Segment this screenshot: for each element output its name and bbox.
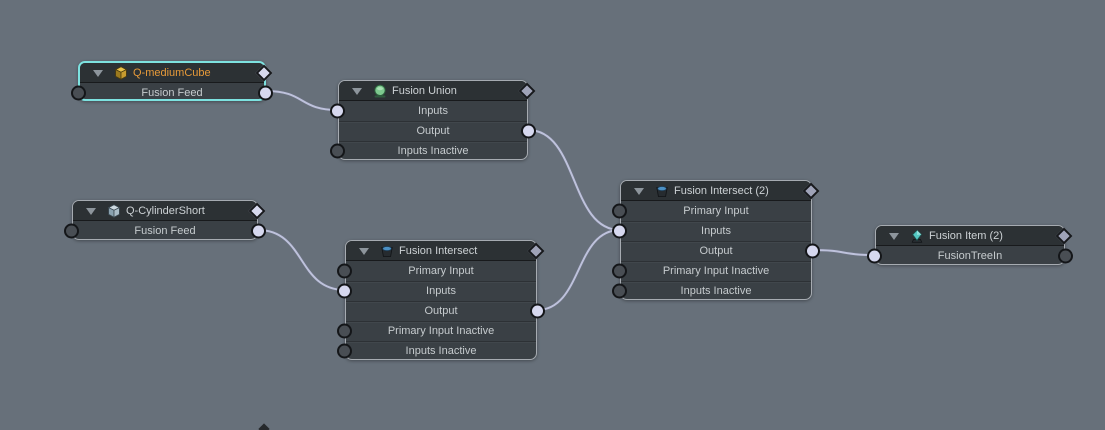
node-title: Q-mediumCube <box>133 67 211 79</box>
node-header[interactable]: Q-CylinderShort <box>73 201 266 221</box>
input-connector[interactable] <box>330 103 345 119</box>
collapse-arrow-icon[interactable] <box>352 87 362 95</box>
input-connector[interactable] <box>330 143 345 159</box>
blue-cube-icon <box>107 204 121 218</box>
connection-edge[interactable] <box>811 249 876 256</box>
port-row: Primary Input Inactive <box>337 321 536 341</box>
input-connector[interactable] <box>337 263 352 279</box>
port-row: Inputs <box>330 101 527 121</box>
port-label: Output <box>416 125 450 137</box>
intersect-pot-icon <box>655 184 669 198</box>
input-connector[interactable] <box>64 223 79 239</box>
gem-icon <box>910 229 924 243</box>
node-title: Fusion Intersect <box>399 245 478 257</box>
connection-edge[interactable] <box>265 90 339 111</box>
collapse-arrow-icon[interactable] <box>359 247 369 255</box>
port-label: Inputs <box>701 225 731 237</box>
intersect-pot-icon <box>380 244 394 258</box>
port-label: Inputs Inactive <box>405 345 477 357</box>
input-connector[interactable] <box>337 283 352 299</box>
port-label: Inputs Inactive <box>397 145 469 157</box>
port-label: Primary Input <box>408 265 474 277</box>
port-label: Inputs Inactive <box>680 285 752 297</box>
port-label: Primary Input Inactive <box>387 325 495 337</box>
node-header[interactable]: Fusion Item (2) <box>876 226 1073 246</box>
port-row: Primary Input <box>612 201 811 221</box>
input-connector[interactable] <box>612 263 627 279</box>
port-row: Fusion Feed <box>64 221 266 241</box>
port-row: Primary Input Inactive <box>612 261 811 281</box>
node-header[interactable]: Fusion Intersect (2) <box>621 181 820 201</box>
port-row: Inputs Inactive <box>337 341 536 361</box>
port-row: Output <box>339 121 536 141</box>
node-title: Q-CylinderShort <box>126 205 205 217</box>
connection-edge[interactable] <box>527 129 621 231</box>
port-label: Output <box>424 305 458 317</box>
gold-cube-icon <box>114 66 128 80</box>
connection-edge[interactable] <box>257 229 346 291</box>
port-row: Fusion Feed <box>71 83 273 103</box>
collapse-arrow-icon[interactable] <box>889 232 899 240</box>
port-row: Output <box>621 241 820 261</box>
input-connector[interactable] <box>612 203 627 219</box>
input-connector[interactable] <box>867 248 882 264</box>
input-connector[interactable] <box>337 343 352 359</box>
node-title: Fusion Intersect (2) <box>674 185 769 197</box>
input-connector[interactable] <box>612 283 627 299</box>
port-label: Primary Input <box>683 205 749 217</box>
output-connector[interactable] <box>251 223 266 239</box>
port-label: Inputs <box>426 285 456 297</box>
port-row: Inputs Inactive <box>330 141 527 161</box>
input-connector[interactable] <box>71 85 86 101</box>
connection-edge[interactable] <box>536 229 621 311</box>
port-label: Inputs <box>418 105 448 117</box>
port-row: Output <box>346 301 545 321</box>
port-row: Inputs Inactive <box>612 281 811 301</box>
node-fusion-item-2[interactable]: Fusion Item (2) FusionTreeIn <box>867 225 1073 266</box>
port-row: Primary Input <box>337 261 536 281</box>
output-connector[interactable] <box>258 85 273 101</box>
port-label: Fusion Feed <box>141 87 203 99</box>
output-connector[interactable] <box>1058 248 1073 264</box>
collapse-arrow-icon[interactable] <box>86 207 96 215</box>
port-label: Fusion Feed <box>134 225 196 237</box>
output-connector[interactable] <box>521 123 536 139</box>
port-label: Primary Input Inactive <box>662 265 770 277</box>
node-header[interactable]: Q-mediumCube <box>80 63 273 83</box>
node-title: Fusion Item (2) <box>929 230 1003 242</box>
port-row: FusionTreeIn <box>867 246 1073 266</box>
input-connector[interactable] <box>612 223 627 239</box>
union-sphere-icon <box>373 84 387 98</box>
node-header[interactable]: Fusion Intersect <box>346 241 545 261</box>
output-connector[interactable] <box>805 243 820 259</box>
collapse-arrow-icon[interactable] <box>634 187 644 195</box>
port-label: Output <box>699 245 733 257</box>
port-label: FusionTreeIn <box>937 250 1003 262</box>
input-connector[interactable] <box>337 323 352 339</box>
node-title: Fusion Union <box>392 85 457 97</box>
node-header[interactable]: Fusion Union <box>339 81 536 101</box>
collapse-arrow-icon[interactable] <box>93 69 103 77</box>
port-row: Inputs <box>337 281 536 301</box>
port-row: Inputs <box>612 221 811 241</box>
output-connector[interactable] <box>530 303 545 319</box>
